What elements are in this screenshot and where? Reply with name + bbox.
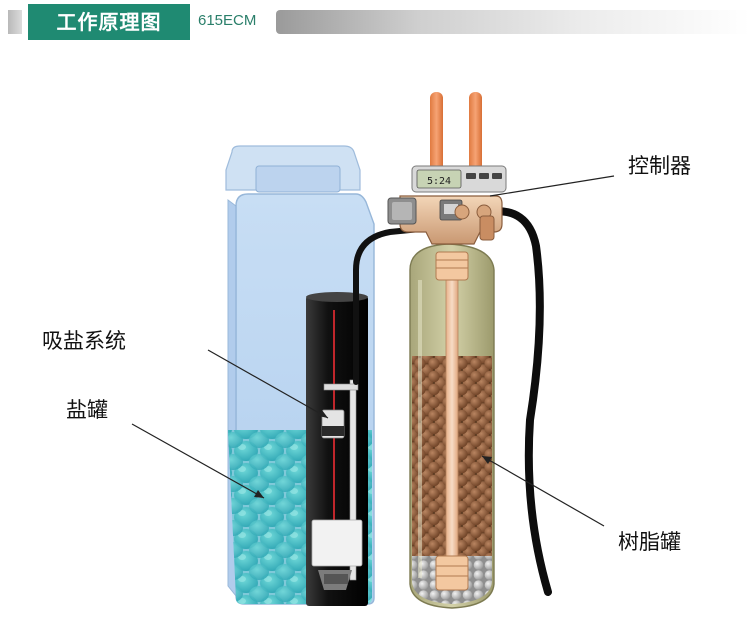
callout-line-controller	[489, 175, 615, 197]
control-valve: 5:24	[387, 92, 507, 245]
label-resin-tank: 树脂罐	[618, 530, 681, 554]
header-tab-marker	[8, 10, 22, 34]
resin-tank	[409, 243, 495, 609]
callout-line-resin-tank	[481, 455, 605, 527]
drain-hose	[484, 207, 552, 596]
model-number: 615ECM	[198, 12, 257, 29]
header: 工作原理图 615ECM	[0, 0, 750, 44]
brine-well-tube	[306, 292, 368, 606]
inlet-pipe	[430, 92, 443, 180]
label-controller: 控制器	[628, 154, 691, 178]
page-title: 工作原理图	[28, 4, 190, 40]
lcd-display	[416, 169, 462, 189]
distributor-tube	[445, 279, 459, 557]
label-brine-suction: 吸盐系统	[42, 329, 126, 353]
salt-tank	[225, 145, 375, 606]
outlet-pipe	[469, 92, 482, 180]
lcd-reading: 5:24	[427, 176, 451, 187]
label-salt-tank: 盐罐	[66, 398, 108, 422]
callout-line-brine-suction	[207, 349, 329, 419]
brine-line	[353, 225, 433, 385]
callout-line-salt-tank	[131, 423, 265, 499]
header-gradient-bar	[276, 10, 750, 34]
